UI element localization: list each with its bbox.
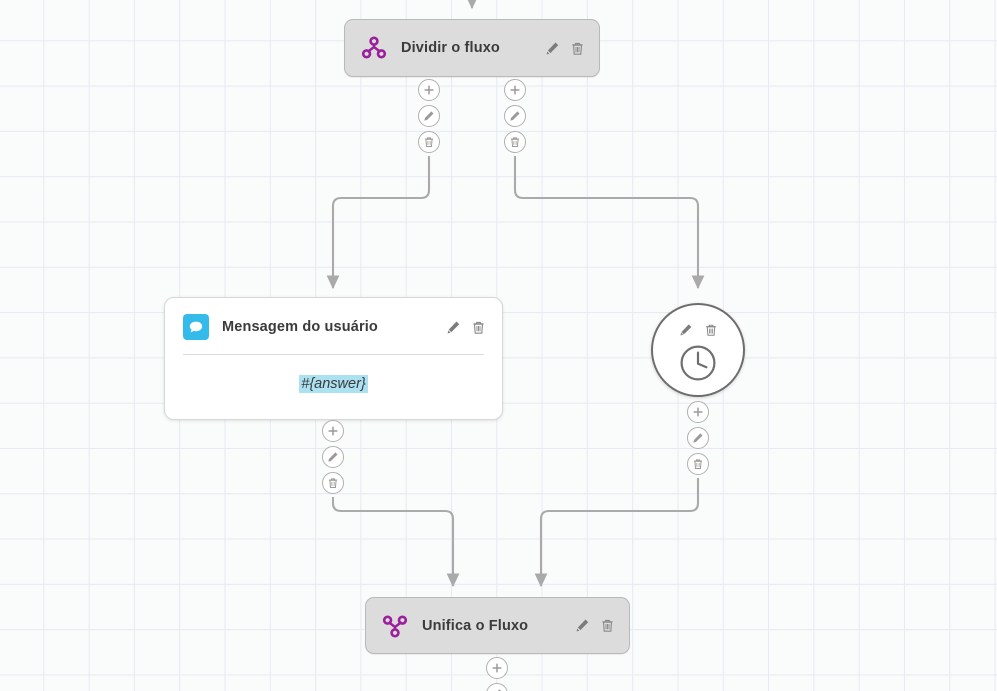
edit-connection-icon[interactable] <box>322 446 344 468</box>
split-flow-icon <box>361 35 387 61</box>
node-timer[interactable] <box>651 303 745 397</box>
port-stack-merge-out[interactable] <box>486 657 508 691</box>
port-stack-timer-out[interactable] <box>687 401 709 475</box>
delete-connection-icon[interactable] <box>687 453 709 475</box>
node-split-flow[interactable]: Dividir o fluxo <box>344 19 600 77</box>
node-split-flow-title: Dividir o fluxo <box>401 40 500 56</box>
delete-icon[interactable] <box>569 40 585 56</box>
node-user-message-header: Mensagem do usuário <box>165 298 502 342</box>
edit-icon[interactable] <box>445 319 461 335</box>
node-card-divider <box>183 354 484 355</box>
add-connection-icon[interactable] <box>504 79 526 101</box>
node-user-message-title: Mensagem do usuário <box>222 319 378 335</box>
delete-connection-icon[interactable] <box>322 472 344 494</box>
node-user-message[interactable]: Mensagem do usuário <box>164 297 503 420</box>
node-user-message-body-area: #{answer} <box>165 355 502 419</box>
node-merge-flow-actions <box>556 618 615 634</box>
edit-connection-icon[interactable] <box>418 105 440 127</box>
edge-timer-to-merge <box>534 478 700 588</box>
node-merge-flow-title: Unifica o Fluxo <box>422 617 529 634</box>
edit-icon[interactable] <box>574 618 590 634</box>
add-connection-icon[interactable] <box>418 79 440 101</box>
edit-icon[interactable] <box>544 40 560 56</box>
port-stack-message-out[interactable] <box>322 420 344 494</box>
delete-connection-icon[interactable] <box>418 131 440 153</box>
node-timer-actions <box>678 322 719 338</box>
node-split-flow-body[interactable]: Dividir o fluxo <box>344 19 600 77</box>
edit-icon[interactable] <box>678 322 694 338</box>
add-connection-icon[interactable] <box>322 420 344 442</box>
delete-icon[interactable] <box>703 322 719 338</box>
chat-bubble-icon <box>183 314 209 340</box>
port-stack-split-right[interactable] <box>504 79 526 153</box>
merge-flow-icon <box>382 613 408 639</box>
node-user-message-body[interactable]: Mensagem do usuário <box>164 297 503 420</box>
delete-icon[interactable] <box>470 319 486 335</box>
node-split-flow-actions <box>526 40 585 56</box>
edit-connection-icon[interactable] <box>687 427 709 449</box>
edge-message-to-merge <box>331 497 460 588</box>
port-stack-split-left[interactable] <box>418 79 440 153</box>
delete-connection-icon[interactable] <box>504 131 526 153</box>
add-connection-icon[interactable] <box>486 657 508 679</box>
answer-variable-chip[interactable]: #{answer} <box>299 375 368 393</box>
edit-connection-icon[interactable] <box>504 105 526 127</box>
node-merge-flow-body[interactable]: Unifica o Fluxo <box>365 597 630 654</box>
add-connection-icon[interactable] <box>687 401 709 423</box>
edge-split-to-message <box>326 156 431 290</box>
node-user-message-actions <box>427 319 486 335</box>
edge-split-to-timer <box>513 156 705 290</box>
delete-icon[interactable] <box>599 618 615 634</box>
node-merge-flow[interactable]: Unifica o Fluxo <box>365 597 630 654</box>
edit-connection-icon[interactable] <box>486 683 508 691</box>
clock-icon <box>677 342 719 384</box>
